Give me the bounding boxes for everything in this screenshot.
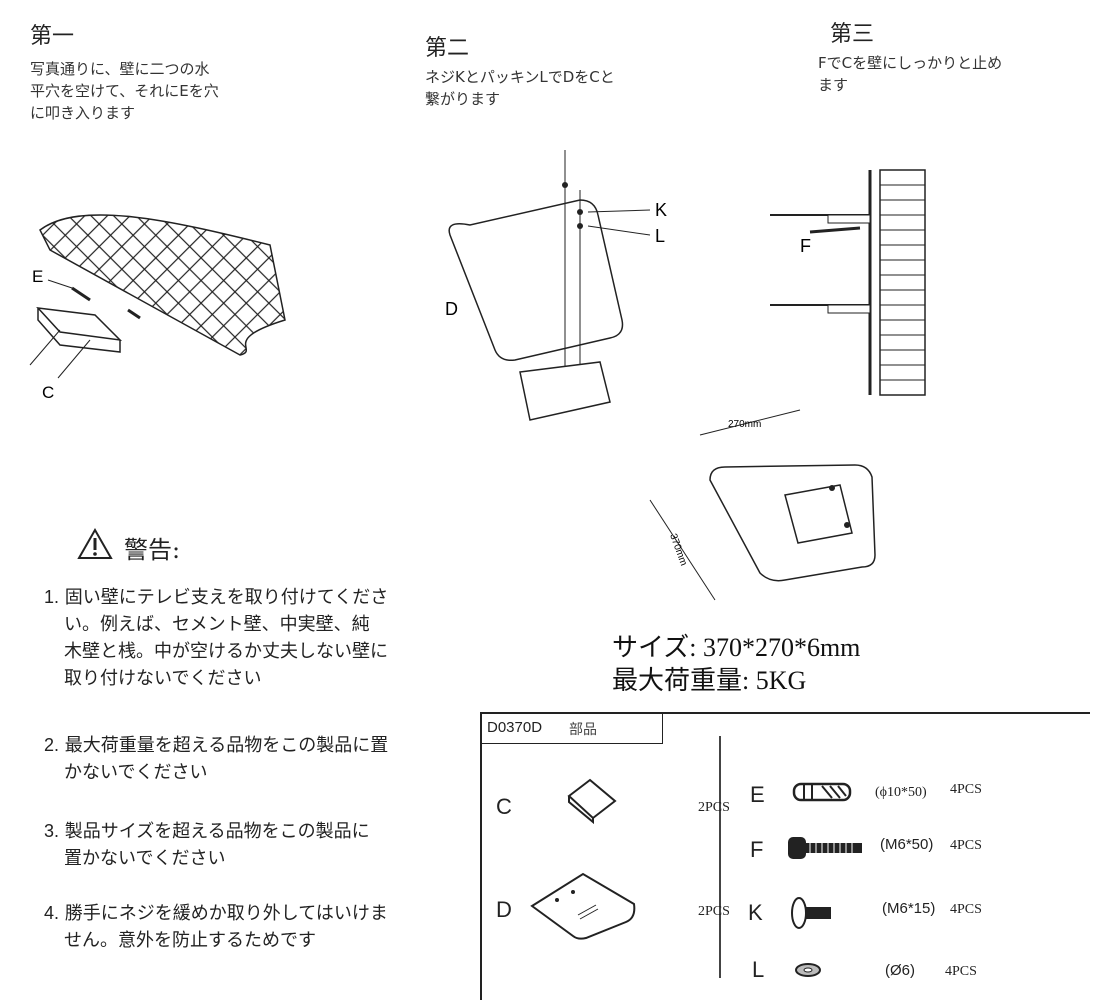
model-number: D0370D <box>487 719 543 736</box>
label-e: E <box>32 267 43 286</box>
text-line: 繋がります <box>425 90 501 108</box>
step-1-text: 写真通りに、壁に二つの水 平穴を空けて、それにEを穴 に叩き入ります <box>30 58 219 124</box>
step-3-title: 第三 <box>830 22 875 47</box>
step-2-title: 第二 <box>425 36 470 61</box>
warning-item-3: 3. 製品サイズを超える品物をこの製品に 置かないでください <box>44 818 484 872</box>
part-l-label: L <box>752 957 765 982</box>
step-2-text: ネジKとパッキンLでDをCと 繋がります <box>425 66 615 110</box>
parts-header-box: D0370D 部品 <box>480 714 663 744</box>
part-f-icon <box>788 837 862 859</box>
label-c: C <box>42 383 54 402</box>
text-line: ます <box>818 76 849 94</box>
text-line: せん。意外を防止するためです <box>64 930 316 951</box>
part-k-icon <box>791 897 831 929</box>
part-k-label: K <box>748 900 763 925</box>
step-1-diagram: E C <box>29 214 286 402</box>
dimension-diagram: 270mm 370mm <box>649 409 876 601</box>
label-k: K <box>655 200 667 220</box>
text-line: かないでください <box>64 762 208 783</box>
text-line: 平穴を空けて、それにEを穴 <box>30 82 219 100</box>
shelf-d-illustration <box>448 199 624 362</box>
text-line: に叩き入ります <box>30 104 136 122</box>
item-number: 1. <box>44 587 60 607</box>
part-d-icon <box>530 872 636 940</box>
divider <box>480 712 482 1000</box>
label-l: L <box>655 226 665 246</box>
text-line: 木壁と桟。中が空けるか丈夫しない壁に <box>64 641 388 662</box>
part-c-label: C <box>496 794 512 819</box>
dimension-depth: 370mm <box>667 532 689 567</box>
item-number: 2. <box>44 735 60 755</box>
part-e-size: (ϕ10*50) <box>875 785 927 800</box>
part-d-label: D <box>496 897 512 922</box>
max-load-spec: 最大荷重量: 5KG <box>612 666 807 695</box>
divider <box>719 736 721 978</box>
warning-icon <box>77 528 113 559</box>
part-f-label: F <box>750 837 764 862</box>
step-3-diagram: F <box>770 169 926 396</box>
warning-title: 警告: <box>124 536 181 564</box>
text-line: 最大荷重量を超える品物をこの製品に置 <box>64 735 389 756</box>
label-d: D <box>445 299 458 319</box>
brick-wall-illustration <box>879 169 926 396</box>
step-2-diagram: K L D <box>445 150 667 421</box>
item-number: 4. <box>44 903 60 923</box>
warning-item-2: 2. 最大荷重量を超える品物をこの製品に置 かないでください <box>44 732 484 786</box>
divider <box>480 712 1090 714</box>
part-c-qty: 2PCS <box>698 800 730 815</box>
text-line: FでCを壁にしっかりと止め <box>818 54 1003 72</box>
warning-item-1: 1. 固い壁にテレビ支えを取り付けてくださ い。例えば、セメント壁、中実壁、純 … <box>44 584 484 692</box>
part-c-icon <box>567 778 617 824</box>
part-e-icon <box>792 782 852 802</box>
label-f: F <box>800 236 811 256</box>
text-line: ネジKとパッキンLでDをCと <box>425 68 615 86</box>
part-f-size: (M6*50) <box>880 836 934 853</box>
part-l-size: (Ø6) <box>885 962 915 979</box>
part-e-qty: 4PCS <box>950 782 982 797</box>
part-k-qty: 4PCS <box>950 902 982 917</box>
part-l-icon <box>795 963 821 977</box>
text-line: 写真通りに、壁に二つの水 <box>30 60 210 78</box>
text-line: 製品サイズを超える品物をこの製品に <box>64 821 370 842</box>
bracket-c-illustration <box>519 361 611 421</box>
size-spec: サイズ: 370*270*6mm <box>612 633 861 662</box>
part-f-qty: 4PCS <box>950 838 982 853</box>
anchor-e <box>71 286 91 302</box>
warning-item-4: 4. 勝手にネジを緩めか取り外してはいけま せん。意外を防止するためです <box>44 900 484 954</box>
part-d-qty: 2PCS <box>698 904 730 919</box>
text-line: 取り付けないでください <box>64 668 262 689</box>
parts-title: 部品 <box>569 722 597 738</box>
text-line: 置かないでください <box>64 848 226 869</box>
part-k-size: (M6*15) <box>882 900 936 917</box>
wall-illustration <box>39 214 286 356</box>
parts-list: D0370D 部品 C 2PCS D 2PCS E (ϕ10*50) 4PCS … <box>480 712 1090 1000</box>
text-line: 勝手にネジを緩めか取り外してはいけま <box>64 903 388 924</box>
text-line: 固い壁にテレビ支えを取り付けてくださ <box>64 587 389 608</box>
step-1-title: 第一 <box>30 24 75 49</box>
text-line: い。例えば、セメント壁、中実壁、純 <box>64 614 370 635</box>
bracket-c-illustration <box>36 307 123 353</box>
dimension-width: 270mm <box>728 419 761 430</box>
item-number: 3. <box>44 821 60 841</box>
step-3-text: FでCを壁にしっかりと止め ます <box>818 52 1002 96</box>
part-e-label: E <box>750 782 765 807</box>
part-l-qty: 4PCS <box>945 964 977 979</box>
